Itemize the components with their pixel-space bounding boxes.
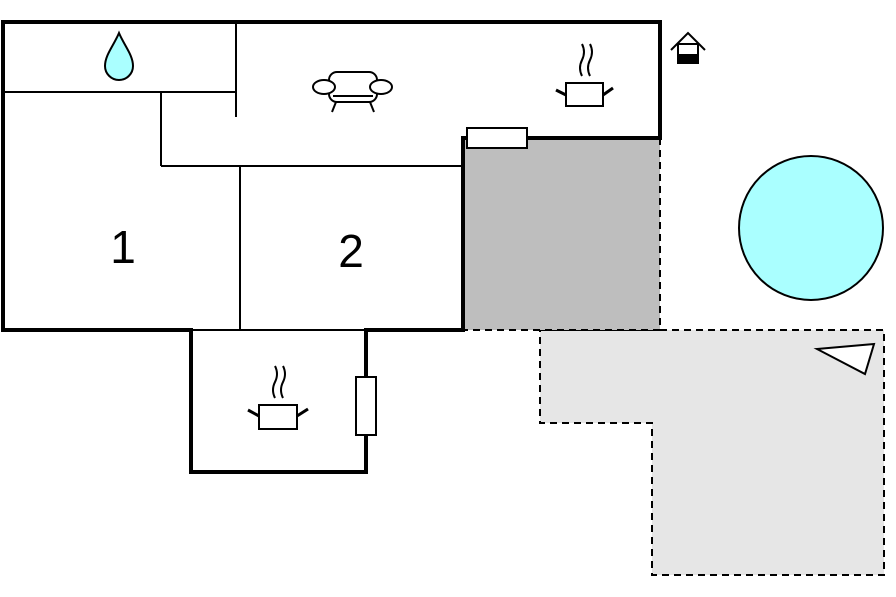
interior-walls: [3, 22, 463, 331]
pool-icon: [738, 155, 884, 301]
window-side: [355, 376, 377, 436]
open-terrace: [539, 329, 885, 576]
covered-terrace: [463, 138, 660, 330]
cooking-pot-icon-bottom: [247, 365, 309, 430]
sofa-icon: [312, 71, 393, 113]
sun-lounger-icon: [813, 342, 876, 376]
window-top: [466, 127, 528, 149]
covered-terrace-edge: [463, 138, 661, 331]
room-number-1: 1: [110, 221, 136, 273]
water-drop-icon: [103, 30, 135, 81]
house-entrance-icon: [670, 31, 706, 64]
cooking-pot-icon-top: [555, 43, 614, 107]
room-number-2: 2: [338, 225, 364, 277]
